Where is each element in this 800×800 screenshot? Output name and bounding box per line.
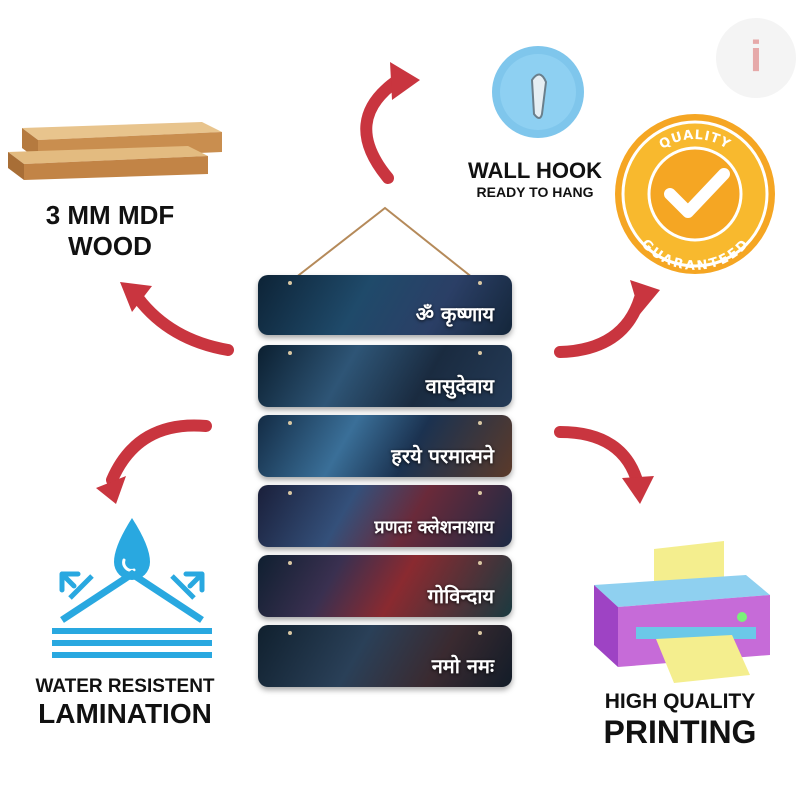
plank-4-text: प्रणतः क्लेशनाशाय xyxy=(374,517,494,538)
plank-5-text: गोविन्दाय xyxy=(427,584,494,608)
arrowhead-hook xyxy=(390,62,420,100)
arrow-to-hook xyxy=(360,74,404,184)
quality-badge-icon: QUALITY GUARANTEED xyxy=(608,108,782,278)
water-label: WATER RESISTENT LAMINATION xyxy=(10,676,240,730)
arrowhead-badge xyxy=(630,280,660,314)
printing-label-line2: PRINTING xyxy=(603,714,757,750)
brand-logo: i xyxy=(716,18,796,98)
logo-letter: i xyxy=(749,32,763,81)
plank-5: गोविन्दाय xyxy=(258,555,512,617)
hook-label-line1: WALL HOOK xyxy=(467,158,603,183)
arrow-to-badge xyxy=(554,292,646,358)
hook-label-line2: READY TO HANG xyxy=(476,184,594,200)
arrowhead-printer xyxy=(622,476,654,504)
plank-1-text: ॐ कृष्णाय xyxy=(415,302,494,326)
plank-1: ॐ कृष्णाय xyxy=(258,275,512,335)
plank-6-text: नमो नमः xyxy=(431,654,494,678)
printer-icon xyxy=(574,535,774,685)
wood-label-line2: WOOD xyxy=(68,231,152,261)
wood-label: 3 MM MDF WOOD xyxy=(10,200,210,262)
arrowhead-water xyxy=(96,476,126,504)
plank-6: नमो नमः xyxy=(258,625,512,687)
water-label-line2: LAMINATION xyxy=(38,698,212,729)
arrow-to-printer xyxy=(554,426,644,490)
plank-3: हरये परमात्मने xyxy=(258,415,512,477)
printing-label: HIGH QUALITY PRINTING xyxy=(570,690,790,751)
plank-2-text: वासुदेवाय xyxy=(425,374,494,398)
plank-3-text: हरये परमात्मने xyxy=(391,444,494,468)
wood-label-line1: 3 MM MDF xyxy=(45,200,175,230)
plank-2: वासुदेवाय xyxy=(258,345,512,407)
water-label-line1: WATER RESISTENT xyxy=(35,676,215,697)
arrowhead-wood xyxy=(120,282,152,312)
plank-4: प्रणतः क्लेशनाशाय xyxy=(258,485,512,547)
printing-label-line1: HIGH QUALITY xyxy=(604,690,756,713)
wall-hook-icon xyxy=(490,44,586,140)
hanging-string xyxy=(289,206,479,290)
arrow-to-wood xyxy=(132,292,234,356)
hook-label: WALL HOOK READY TO HANG xyxy=(440,158,630,200)
arrow-to-water xyxy=(106,419,212,486)
water-drop-icon xyxy=(52,510,212,660)
wood-planks-icon xyxy=(4,118,226,180)
